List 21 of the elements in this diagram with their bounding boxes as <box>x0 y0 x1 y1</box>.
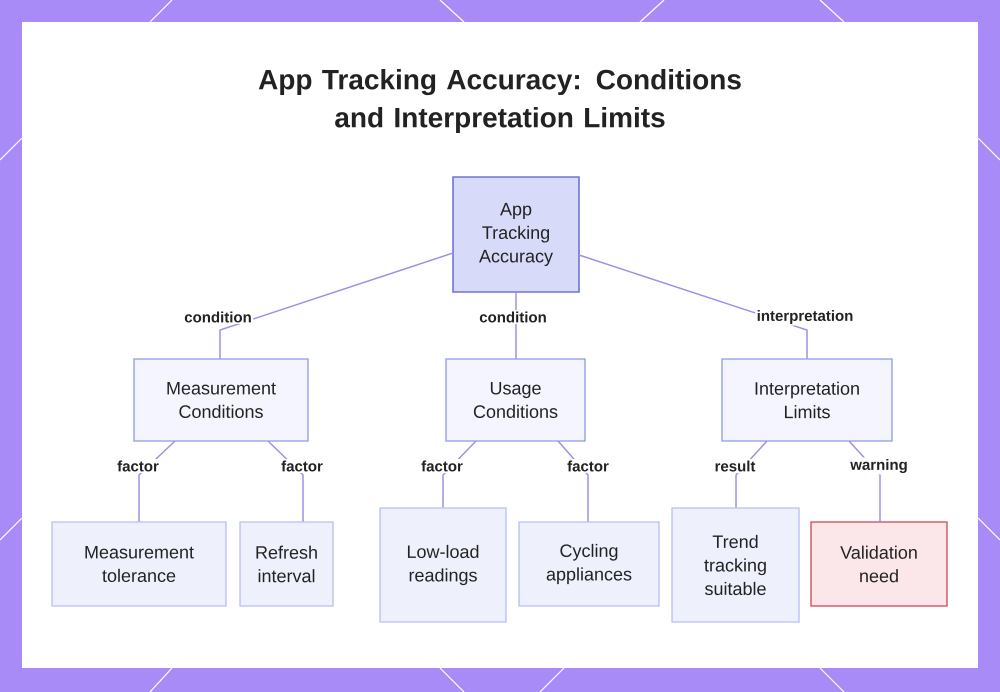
edge-label: factor <box>280 458 324 473</box>
factor-box: Low-load readings <box>379 507 507 623</box>
factor-box: Trend tracking suitable <box>671 507 800 623</box>
edge-label: condition <box>478 310 548 324</box>
edge-label: factor <box>566 458 610 473</box>
title: App Tracking Accuracy: Conditions and Interpretation Limits <box>258 68 741 134</box>
factor-box: Refresh interval <box>239 521 334 607</box>
warning-box: Validation need <box>810 521 948 607</box>
factor-box: Cycling appliances <box>518 521 660 607</box>
category-box: Interpretation Limits <box>721 358 893 442</box>
edge-label: condition <box>182 310 254 324</box>
connector <box>219 252 454 358</box>
edge-label: factor <box>116 458 160 473</box>
category-box: Measurement Conditions <box>133 358 309 442</box>
edge-label: interpretation <box>755 308 855 326</box>
factor-box: Measurement tolerance <box>51 521 227 607</box>
category-box: Usage Conditions <box>445 358 586 442</box>
root-box: App Tracking Accuracy <box>452 176 580 293</box>
edge-label: result <box>713 458 757 473</box>
edge-label: warning <box>848 457 910 475</box>
edge-label: factor <box>420 458 464 473</box>
